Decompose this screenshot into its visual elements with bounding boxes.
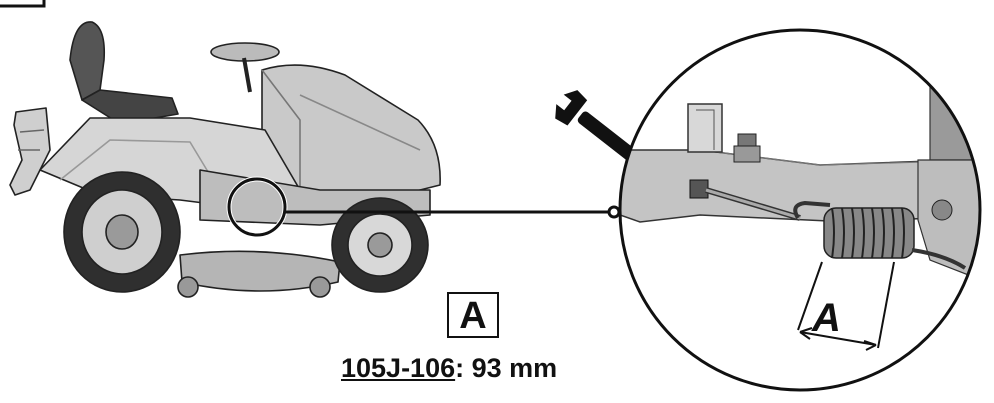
magnifier-detail	[620, 30, 980, 390]
leader-dot	[607, 205, 621, 219]
corner-frame	[0, 0, 46, 8]
spec-line: 105J-106: 93 mm	[341, 353, 557, 384]
location-circle	[227, 177, 287, 237]
detail-letter: A	[812, 296, 841, 340]
tractor-illustration	[9, 21, 441, 298]
spec-model: 105J-106	[341, 353, 456, 383]
callout-letter-box: A	[447, 292, 499, 338]
magnifier-circle	[618, 28, 982, 392]
spec-value: : 93 mm	[455, 353, 558, 383]
spring-detail	[823, 207, 967, 270]
measurement-indicator	[797, 261, 895, 351]
